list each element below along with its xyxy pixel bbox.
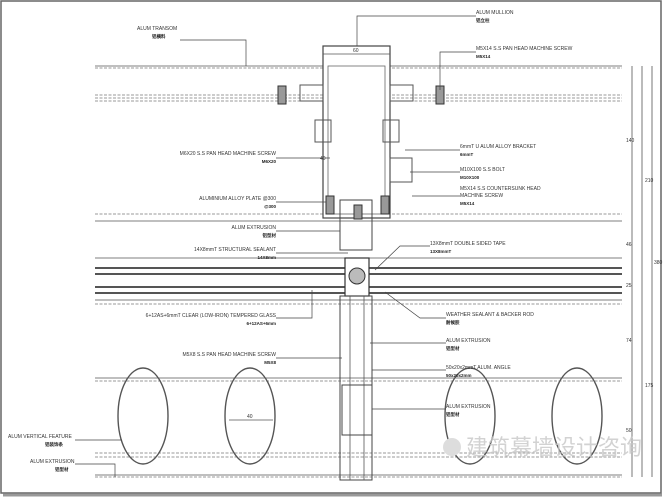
dim-40-ellipse: 40 [247, 414, 253, 420]
wechat-icon [443, 438, 461, 456]
dim-60: 60 [353, 48, 359, 54]
dim-74: 74 [626, 338, 632, 344]
dim-380: 380 [654, 260, 663, 266]
label-tape: 13X8mmT DOUBLE SIDED TAPE [430, 241, 506, 247]
label-angle-sub: 50x20x2mm [446, 373, 472, 378]
label-alum-transom-sub: 铝横料 [152, 33, 166, 40]
label-bolt-sub: M10X100 [460, 175, 480, 180]
label-tape-sub: 13X8mmT [430, 249, 452, 254]
label-countersunk-sub: M5X14 [460, 201, 475, 206]
dimension-texts: 60 140 210 46 25 380 74 175 50 40 40 [247, 48, 663, 434]
label-plate-sub: @300 [264, 204, 276, 209]
watermark-text: 建筑幕墙设计咨询 [466, 435, 642, 460]
label-plate: ALUMINIUM ALLOY PLATE @300 [199, 196, 276, 202]
label-screw-top-sub: M5X14 [476, 54, 491, 59]
label-extrusion-4-sub: 铝型材 [55, 466, 69, 473]
dim-46: 46 [626, 242, 632, 248]
label-vertical-feature: ALUM VERTICAL FEATURE [8, 434, 72, 440]
dim-140: 140 [626, 138, 635, 144]
label-vertical-feature-sub: 铝装饰条 [45, 441, 63, 448]
label-extrusion-2: ALUM EXTRUSION [446, 338, 491, 344]
label-extrusion-3-sub: 铝型材 [446, 411, 460, 418]
label-weather-sealant-sub: 耐候胶 [446, 319, 460, 326]
label-bolt: M10X100 S.S BOLT [460, 167, 505, 173]
label-screw-m6: M6X20 S.S PAN HEAD MACHINE SCREW [180, 151, 277, 157]
screw-icons [277, 85, 445, 220]
label-sealant: 14X8mmT STRUCTURAL SEALANT [194, 247, 276, 253]
label-extrusion-1: ALUM EXTRUSION [232, 225, 277, 231]
label-screw-m5x8: M5X8 S.S PAN HEAD MACHINE SCREW [182, 352, 276, 358]
label-glass: 6+12AS+6mmT CLEAR (LOW-IRON) TEMPERED GL… [146, 313, 277, 319]
dim-210: 210 [645, 178, 654, 184]
label-extrusion-3: ALUM EXTRUSION [446, 404, 491, 410]
label-alum-transom: ALUM TRANSOM [137, 26, 177, 32]
label-extrusion-4: ALUM EXTRUSION [30, 459, 75, 465]
leader-lines [75, 15, 476, 477]
label-screw-m5x8-sub: M5X8 [264, 360, 276, 365]
vertical-feature-ellipses [117, 367, 603, 465]
label-weather-sealant: WEATHER SEALANT & BACKER ROD [446, 312, 534, 318]
dim-40-mullion: 40 [320, 156, 326, 162]
watermark: 建筑幕墙设计咨询 [443, 435, 642, 460]
label-glass-sub: 6+12AS+6mm [246, 321, 276, 326]
label-extrusion-2-sub: 铝型材 [446, 345, 460, 352]
label-extrusion-1-sub: 铝型材 [263, 232, 277, 239]
label-bracket: 6mmT U ALUM ALLOY BRACKET [460, 144, 536, 150]
dimension-lines [323, 53, 653, 477]
dim-50: 50 [626, 428, 632, 434]
label-bracket-sub: 6mmT [460, 152, 474, 157]
label-screw-m6-sub: M6X20 [262, 159, 277, 164]
mullion-profile [299, 45, 414, 481]
dim-25: 25 [626, 283, 632, 289]
label-screw-top: M5X14 S.S PAN HEAD MACHINE SCREW [476, 46, 573, 52]
dim-175: 175 [645, 383, 654, 389]
label-angle: 50x20x2mmT ALUM. ANGLE [446, 365, 511, 371]
label-sealant-sub: 14X8mm [257, 255, 276, 260]
label-alum-mullion: ALUM MULLION [476, 10, 514, 16]
label-alum-mullion-sub: 铝立柱 [476, 17, 490, 24]
label-countersunk: M5X14 S.S COUNTERSUNK HEAD [460, 186, 541, 192]
label-countersunk-2: MACHINE SCREW [460, 193, 503, 199]
callout-labels: ALUM TRANSOM 铝横料 ALUM MULLION 铝立柱 M5X14 … [8, 10, 573, 473]
